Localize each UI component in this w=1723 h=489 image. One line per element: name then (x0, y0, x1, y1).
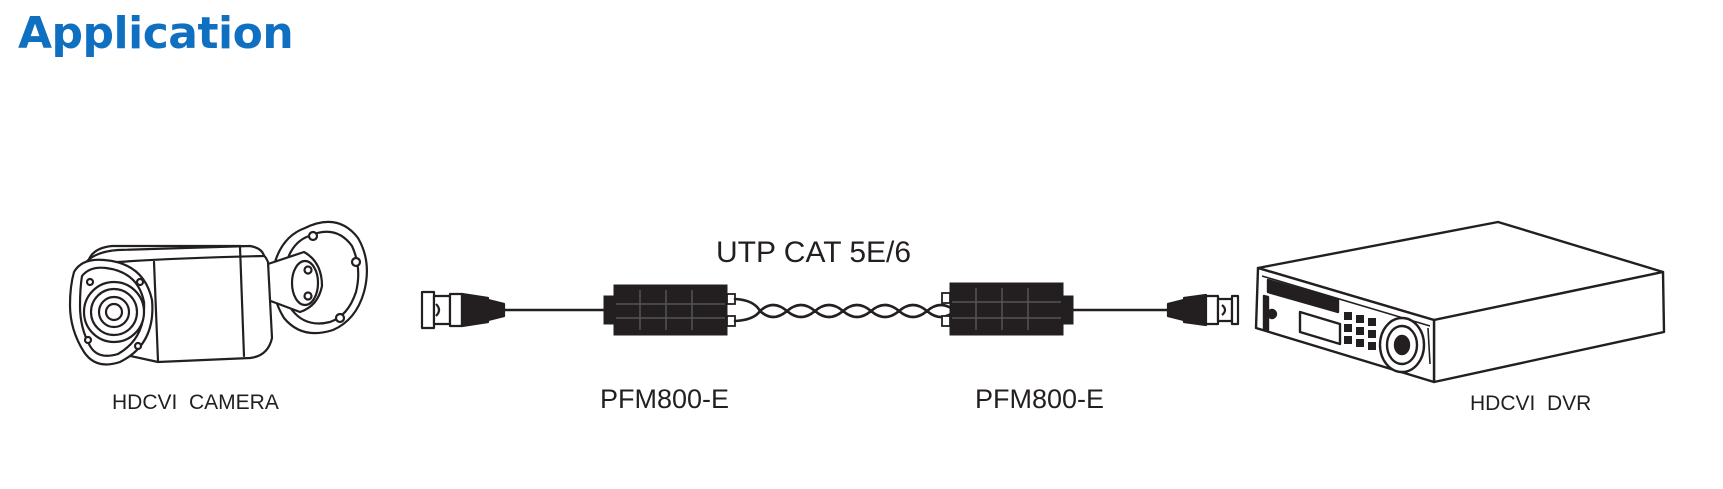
dvr-label: HDCVI DVR (1470, 392, 1591, 415)
bnc-connector-left-icon (420, 290, 506, 330)
balun-right-label: PFM800-E (975, 384, 1104, 414)
balun-left-label: PFM800-E (600, 384, 729, 414)
balun-right-icon (941, 282, 1074, 336)
camera-label: HDCVI CAMERA (112, 391, 279, 414)
cable-label: UTP CAT 5E/6 (716, 236, 911, 269)
bullet-camera-icon (68, 220, 369, 366)
utp-twisted-pair-cable (733, 296, 959, 324)
bnc-connector-right-icon (1166, 293, 1240, 327)
balun-left-icon (603, 284, 736, 336)
dvr-recorder-icon (1254, 220, 1666, 384)
page-title: Application (18, 8, 294, 59)
